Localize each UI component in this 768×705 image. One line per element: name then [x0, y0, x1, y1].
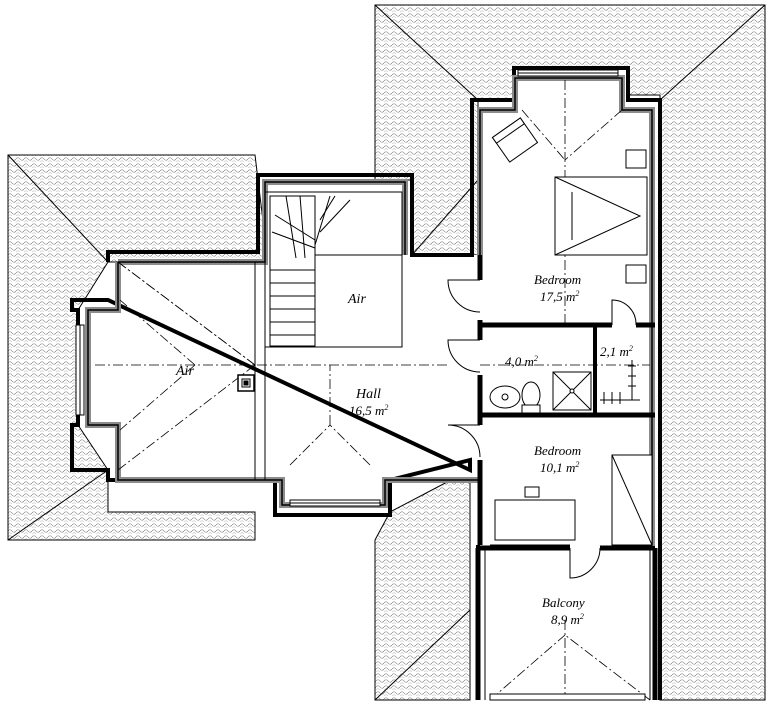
- bedroom-mid-area-sup: 2: [575, 460, 579, 469]
- armchair: [491, 117, 539, 163]
- bedroom-top-area-value: 17,5 m: [540, 289, 575, 304]
- bedroom-top-area-sup: 2: [575, 289, 579, 298]
- label-bedroom-top: Bedroom: [534, 272, 581, 287]
- label-air-stair: Air: [347, 292, 366, 307]
- door-balcony: [569, 547, 601, 579]
- hall-area: 16,5 m2: [349, 403, 388, 418]
- room-labels: Air Air Hall 16,5 m2 Bedroom 17,5 m2 4,0…: [175, 272, 633, 627]
- window-balcony: [489, 693, 646, 701]
- label-hall: Hall: [355, 387, 381, 402]
- wc-shelves: [600, 360, 640, 404]
- nightstand-1: [625, 149, 647, 169]
- label-bedroom-mid: Bedroom: [534, 443, 581, 458]
- bathroom-area: 4,0 m2: [505, 354, 538, 369]
- desk-chair: [524, 486, 540, 498]
- doors: [447, 279, 637, 579]
- hall-area-value: 16,5 m: [349, 403, 384, 418]
- nightstand-2: [625, 264, 647, 284]
- balcony-area: 8,9 m2: [551, 612, 584, 627]
- wc-area-sup: 2: [629, 344, 633, 353]
- bedroom-top-area: 17,5 m2: [540, 289, 579, 304]
- hall-area-sup: 2: [384, 403, 388, 412]
- desk: [494, 499, 576, 541]
- door-wc: [611, 299, 637, 326]
- door-bathroom: [447, 339, 481, 373]
- toilet: [521, 381, 541, 409]
- balcony-area-sup: 2: [580, 612, 584, 621]
- door-bedroom-mid: [447, 424, 481, 458]
- windows: [75, 69, 646, 701]
- bed-top: [554, 176, 648, 256]
- staircase: [269, 195, 351, 347]
- wc-area-value: 2,1 m: [600, 344, 629, 359]
- bedroom-mid-area-value: 10,1 m: [540, 460, 575, 475]
- ridge-lines: [95, 80, 651, 701]
- bedroom-mid-area: 10,1 m2: [540, 460, 579, 475]
- bathroom-area-value: 4,0 m: [505, 354, 534, 369]
- door-bedroom-top: [447, 279, 481, 313]
- bathroom-area-sup: 2: [534, 354, 538, 363]
- label-air-left: Air: [175, 364, 194, 379]
- balcony-area-value: 8,9 m: [551, 612, 580, 627]
- wc-area: 2,1 m2: [600, 344, 633, 359]
- furniture: [237, 117, 653, 546]
- interior-walls: [254, 191, 658, 700]
- label-balcony: Balcony: [542, 595, 585, 610]
